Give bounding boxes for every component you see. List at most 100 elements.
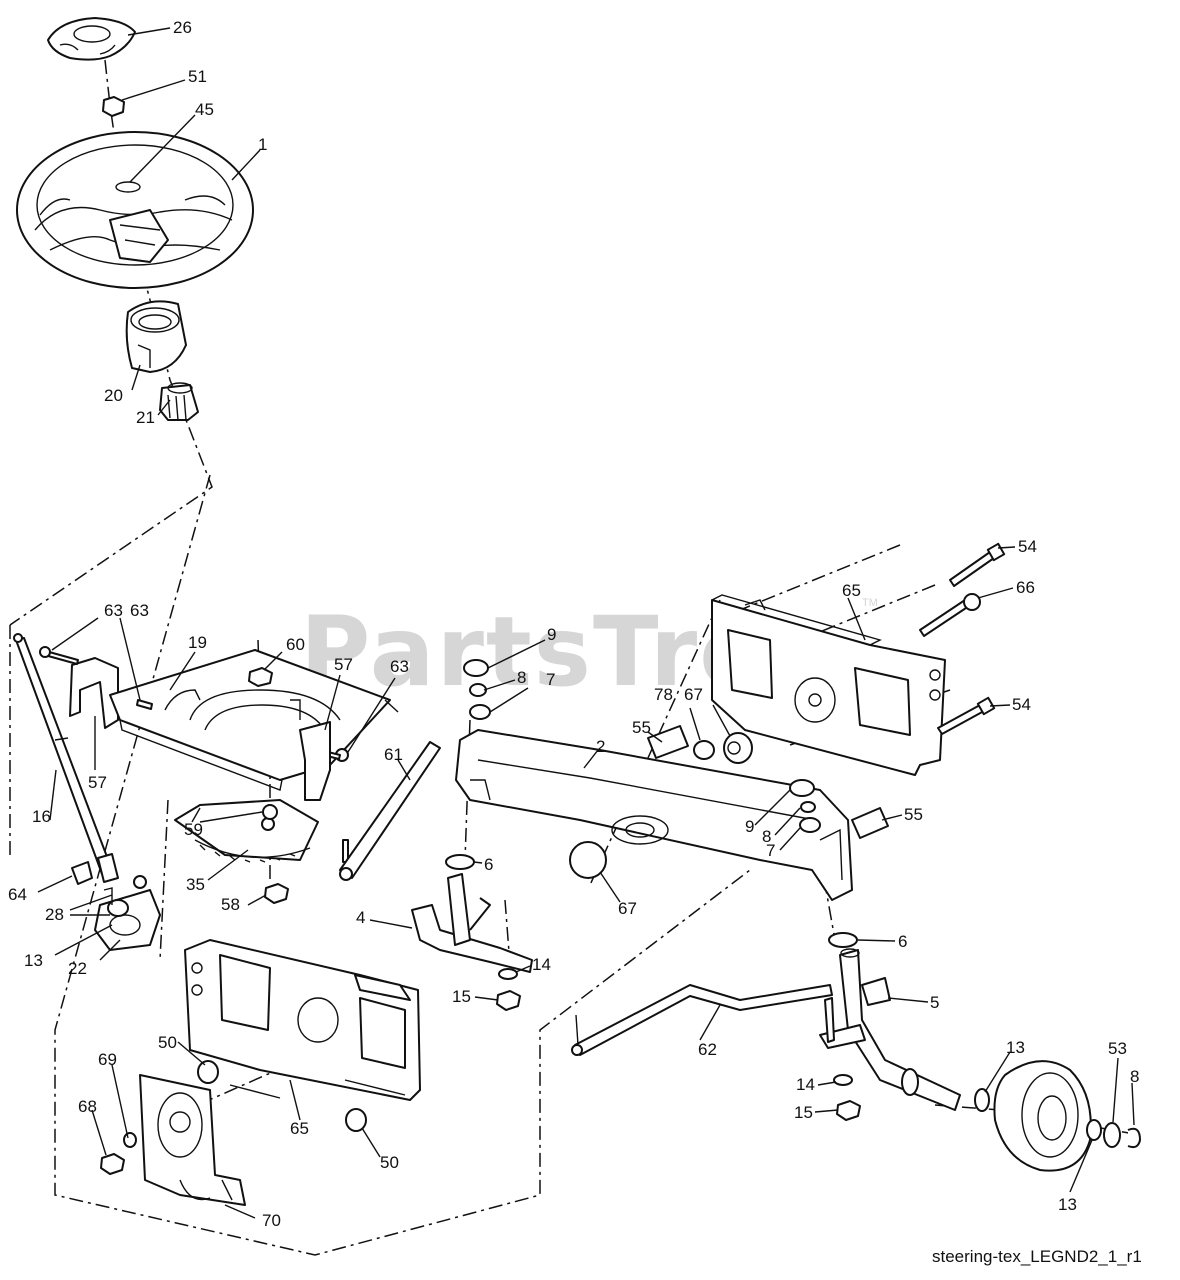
bolt-68 xyxy=(100,1153,125,1175)
callout-60: 60 xyxy=(286,635,305,654)
callout-65-lower: 65 xyxy=(290,1119,309,1138)
washer-6-right xyxy=(828,932,858,948)
callout-9-left: 9 xyxy=(547,625,556,644)
drag-link xyxy=(571,984,833,1056)
washer-53 xyxy=(1103,1122,1121,1148)
steering-cap xyxy=(47,17,136,61)
callout-54-upper: 54 xyxy=(1018,537,1037,556)
callout-45: 45 xyxy=(195,100,214,119)
bushing-78 xyxy=(693,740,715,760)
washer-6-left xyxy=(445,854,475,870)
washer-9-left xyxy=(463,659,489,677)
spindle-5 xyxy=(819,948,961,1111)
front-axle xyxy=(455,729,853,901)
callout-59: 59 xyxy=(184,820,203,839)
nut-15-left xyxy=(496,990,521,1011)
callout-26: 26 xyxy=(173,18,192,37)
callout-63-a: 63 xyxy=(104,601,123,620)
nut-50-left xyxy=(197,1060,219,1084)
callout-68: 68 xyxy=(78,1097,97,1116)
bracket-57-center xyxy=(299,721,331,801)
callout-19: 19 xyxy=(188,633,207,652)
nut-58 xyxy=(264,883,289,904)
callout-1: 1 xyxy=(258,135,267,154)
callout-63-c: 63 xyxy=(390,657,409,676)
callout-55-right: 55 xyxy=(904,805,923,824)
washer-59 xyxy=(262,804,278,820)
bushing-67-lower xyxy=(569,841,607,879)
washer-9-right xyxy=(789,779,815,797)
callout-22: 22 xyxy=(68,959,87,978)
callout-8-clip: 8 xyxy=(1130,1067,1139,1086)
steering-wheel xyxy=(16,131,254,289)
washer-13-outer xyxy=(1086,1119,1102,1141)
washer-13-inner xyxy=(974,1088,990,1112)
callout-57-center: 57 xyxy=(334,655,353,674)
callout-8-left: 8 xyxy=(517,668,526,687)
callout-2: 2 xyxy=(596,737,605,756)
callout-67-lower: 67 xyxy=(618,899,637,918)
callout-50-left: 50 xyxy=(158,1033,177,1052)
callout-63-b: 63 xyxy=(130,601,149,620)
callout-7-right: 7 xyxy=(766,841,775,860)
callout-21: 21 xyxy=(136,408,155,427)
steering-column-cover xyxy=(125,300,187,373)
callout-14-right: 14 xyxy=(796,1075,815,1094)
callout-50-right: 50 xyxy=(380,1153,399,1172)
washer-14-right xyxy=(833,1074,853,1086)
callout-61: 61 xyxy=(384,745,403,764)
callout-13-pinion: 13 xyxy=(24,951,43,970)
callout-51: 51 xyxy=(188,67,207,86)
callout-8-right: 8 xyxy=(762,827,771,846)
diagram-caption: steering-tex_LEGND2_1_r1 xyxy=(932,1247,1142,1266)
callout-6-left: 6 xyxy=(484,855,493,874)
callout-28: 28 xyxy=(45,905,64,924)
callout-55-left: 55 xyxy=(632,718,651,737)
callout-57-left: 57 xyxy=(88,773,107,792)
callout-65-upper: 65 xyxy=(842,581,861,600)
bushing-21 xyxy=(159,382,199,421)
callout-78: 78 xyxy=(654,685,673,704)
washer-69 xyxy=(123,1132,137,1148)
mount-bracket-70 xyxy=(139,1074,246,1206)
callout-62: 62 xyxy=(698,1040,717,1059)
callout-20: 20 xyxy=(104,386,123,405)
pinion-assembly xyxy=(94,875,161,951)
bushing-67-upper xyxy=(723,732,753,764)
callout-13-washer: 13 xyxy=(1006,1038,1025,1057)
washer-7-right xyxy=(799,817,821,833)
callout-6-right: 6 xyxy=(898,932,907,951)
washer-8-right xyxy=(800,801,816,813)
callout-13-outer: 13 xyxy=(1058,1195,1077,1214)
callout-35: 35 xyxy=(186,875,205,894)
callout-53: 53 xyxy=(1108,1039,1127,1058)
watermark-trademark: TM xyxy=(862,597,878,609)
callout-67-upper: 67 xyxy=(684,685,703,704)
frame-plate-left xyxy=(184,939,421,1101)
callout-4: 4 xyxy=(356,908,365,927)
leader-lines xyxy=(37,27,1135,1219)
nut-15-right xyxy=(836,1100,861,1121)
callout-69: 69 xyxy=(98,1050,117,1069)
steering-shaft xyxy=(13,633,119,883)
callout-64: 64 xyxy=(8,885,27,904)
nut-51 xyxy=(102,96,125,117)
callout-15-right: 15 xyxy=(794,1103,813,1122)
steering-arm xyxy=(411,873,533,973)
callout-16: 16 xyxy=(32,807,51,826)
washer-14-left xyxy=(498,968,518,980)
bracket-57-left xyxy=(69,657,119,729)
callout-9-right: 9 xyxy=(745,817,754,836)
frame-plate-right xyxy=(711,594,946,776)
key-64 xyxy=(71,861,93,885)
pivot-bar-61 xyxy=(339,741,441,881)
callout-15-left: 15 xyxy=(452,987,471,1006)
callout-58: 58 xyxy=(221,895,240,914)
washer-8-left xyxy=(469,683,487,697)
callout-labels: 26 51 45 1 20 21 63 63 19 60 57 63 57 16… xyxy=(8,18,1139,1230)
spacer-55-right xyxy=(851,807,889,839)
callout-14-left: 14 xyxy=(532,955,551,974)
callout-70: 70 xyxy=(262,1211,281,1230)
front-wheel xyxy=(993,1060,1092,1172)
